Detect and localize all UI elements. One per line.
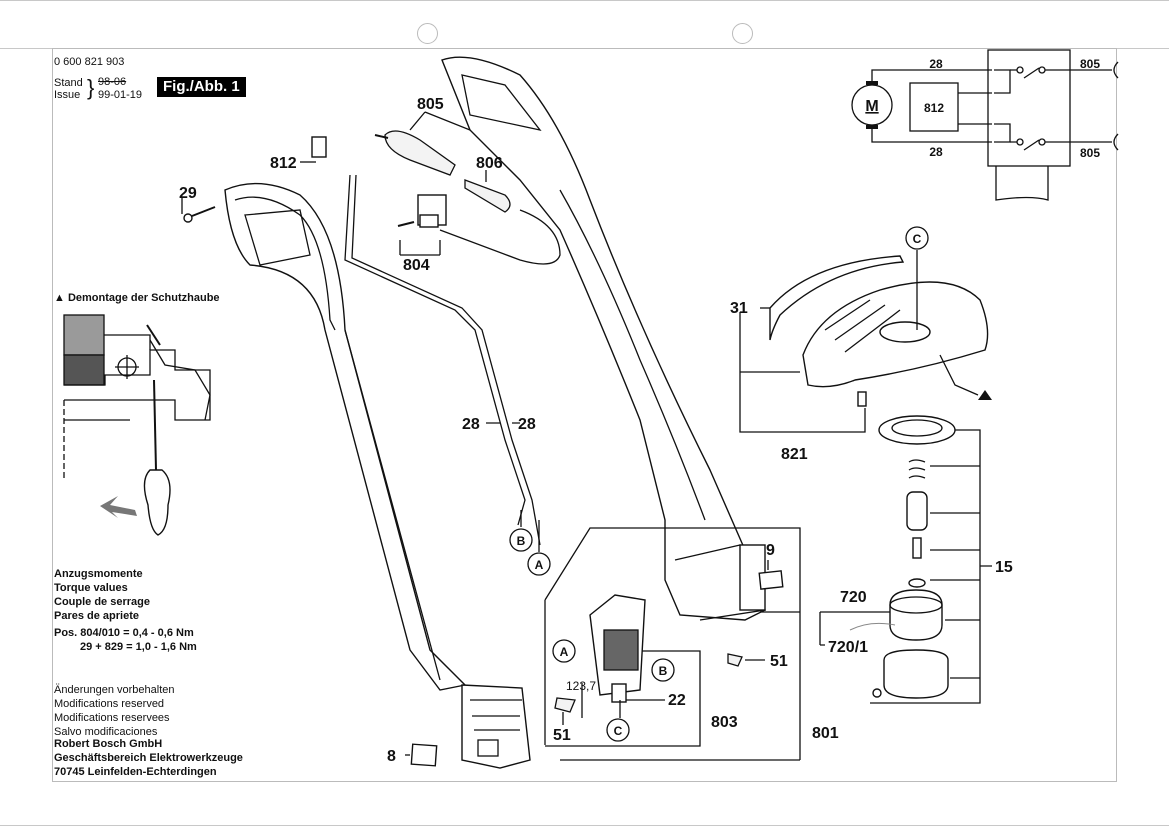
label-803: 803 [711,714,738,731]
label-821: 821 [781,446,808,463]
cable-assembly [344,174,541,546]
bracket-15 [870,429,992,704]
part-number: 0 600 821 903 [54,56,125,68]
callout-A-wire: A [527,552,551,576]
company-division: Geschäftsbereich Elektrowerkzeuge [54,752,243,764]
issue-value: 99-01-19 [98,89,143,101]
torque-heading-es: Pares de apriete [54,610,139,622]
brace: } [87,75,95,100]
company-address: 70745 Leinfelden-Echterdingen [54,766,217,778]
schematic-wire-top: 28 [929,57,943,71]
triangle-marker-icon [978,390,992,400]
label-28-right: 28 [518,416,536,433]
callout-C-motor-text: C [614,724,623,738]
callout-A-wire-text: A [535,558,544,572]
motor-symbol: M [865,98,878,115]
disassembly-illustration [63,314,211,536]
torque-value-29: 29 + 829 = 1,0 - 1,6 Nm [80,641,197,653]
switch-box [987,49,1071,167]
label-15: 15 [995,559,1013,576]
sleeve-806 [464,179,511,213]
callout-B-motor-text: B [659,664,668,678]
label-31: 31 [730,300,748,317]
torque-heading-fr: Couple de serrage [54,596,150,608]
company-name: Robert Bosch GmbH [54,738,163,750]
capacitor-812-label: 812 [924,101,944,115]
callout-A-motor-text: A [560,645,569,659]
punch-hole-left [417,23,438,44]
figure-badge: Fig./Abb. 1 [157,77,246,97]
wiring-schematic: M 812 28 28 805 805 [851,49,1119,201]
screw-29 [183,206,216,223]
callout-B-wire-text: B [517,534,526,548]
bracket-803 [545,650,701,747]
notice-fr: Modifications reservees [54,712,170,724]
schematic-wire-bottom: 28 [929,145,943,159]
schematic-plug-bottom: 805 [1080,146,1100,160]
label-51-right: 51 [770,653,788,670]
callout-C-motor: C [606,718,630,742]
disassembly-title-text: Demontage der Schutzhaube [67,292,220,304]
label-9: 9 [766,542,775,559]
schematic-plug-top: 805 [1080,57,1100,71]
notice-de: Änderungen vorbehalten [54,684,175,696]
bracket-801 [544,527,801,761]
handle-foot [461,684,531,769]
label-806: 806 [476,155,503,172]
label-804: 804 [403,257,430,274]
label-29: 29 [179,185,197,202]
dimension-label: 123,7 [566,679,596,693]
label-812: 812 [270,155,297,172]
disassembly-title: ▲ Demontage der Schutzhaube [54,292,220,305]
torque-heading-de: Anzugsmomente [54,568,143,580]
stand-label: Stand [54,77,83,89]
label-22: 22 [668,692,686,709]
pad-51-right [727,653,743,667]
label-720: 720 [840,589,867,606]
callout-B-motor: B [651,658,675,682]
label-805: 805 [417,96,444,113]
capacitor-812 [311,136,327,158]
sheet-top-edge [0,0,1169,1]
label-51-left: 51 [553,727,571,744]
notice-en: Modifications reserved [54,698,165,710]
plug-805 [374,130,456,176]
callout-C-guard: C [905,226,929,250]
triangle-warning-icon: ▲ [54,292,65,304]
guard-assembly [769,255,992,407]
issue-label: Issue [54,89,81,101]
callout-A-motor: A [552,639,576,663]
notice-es: Salvo modificaciones [54,726,158,738]
callout-C-guard-text: C [913,232,922,246]
punch-hole-right [732,23,753,44]
label-8: 8 [387,748,396,765]
direction-arrow-icon [100,496,137,518]
spool-stack [872,415,956,699]
line-720-1 [849,622,896,631]
label-8-part [410,743,438,767]
handle-right-half [441,56,766,621]
label-720-1: 720/1 [828,639,868,656]
label-28-left: 28 [462,416,480,433]
switch-804 [397,194,447,228]
stand-value-struck: 98-06 [98,76,127,88]
cable-guide [439,209,561,265]
motor [589,594,646,718]
bracket-720 [819,611,890,646]
label-801: 801 [812,725,839,742]
pad-51-left [554,697,576,713]
handle-left-half [224,182,531,769]
torque-value-804: Pos. 804/010 = 0,4 - 0,6 Nm [54,627,194,639]
callout-B-wire: B [509,528,533,552]
label-9 [758,570,784,590]
bracket-821 [739,312,866,433]
torque-heading-en: Torque values [54,582,128,594]
drawing-frame [52,48,1117,782]
